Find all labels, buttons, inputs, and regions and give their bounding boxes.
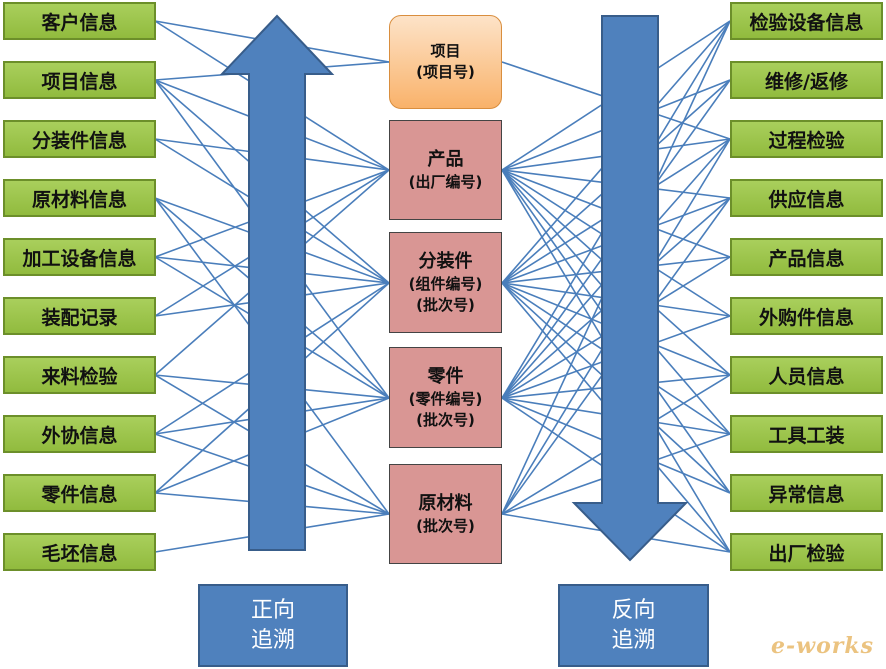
project-title: 项目 [430,42,461,60]
left-item-subassembly[interactable]: 分装件信息 [3,120,156,158]
e-works-logo: e-works [771,633,874,659]
forward-trace-line2: 追溯 [250,627,295,653]
left-item-blank[interactable]: 毛坯信息 [3,533,156,571]
left-item-outsourcing[interactable]: 外协信息 [3,415,156,453]
product-title: 产品 [427,148,464,170]
part-sub2: (批次号) [416,410,475,429]
right-item-factory-inspection[interactable]: 出厂检验 [730,533,883,571]
right-item-supply[interactable]: 供应信息 [730,179,883,217]
left-item-project[interactable]: 项目信息 [3,61,156,99]
forward-trace-arrow [219,14,335,551]
center-box-part[interactable]: 零件 (零件编号) (批次号) [389,347,502,448]
center-box-product[interactable]: 产品 (出厂编号) [389,120,502,220]
part-sub1: (零件编号) [408,389,483,408]
reverse-trace-line1: 反向 [611,597,656,623]
reverse-trace-arrow [571,15,689,562]
left-item-assembly-record[interactable]: 装配记录 [3,297,156,335]
right-item-purchased-part[interactable]: 外购件信息 [730,297,883,335]
right-item-repair[interactable]: 维修/返修 [730,61,883,99]
right-item-personnel[interactable]: 人员信息 [730,356,883,394]
left-item-incoming-inspection[interactable]: 来料检验 [3,356,156,394]
right-item-inspection-equipment[interactable]: 检验设备信息 [730,2,883,40]
forward-trace-line1: 正向 [250,597,295,623]
right-item-tooling[interactable]: 工具工装 [730,415,883,453]
left-item-machining-equipment[interactable]: 加工设备信息 [3,238,156,276]
right-item-exception[interactable]: 异常信息 [730,474,883,512]
material-title: 原材料 [418,492,473,514]
assembly-sub1: (组件编号) [408,274,483,293]
left-item-customer[interactable]: 客户信息 [3,2,156,40]
assembly-title: 分装件 [418,250,473,272]
assembly-sub2: (批次号) [416,295,475,314]
reverse-trace-line2: 追溯 [611,627,656,653]
forward-trace-label: 正向 追溯 [198,584,348,667]
right-item-product[interactable]: 产品信息 [730,238,883,276]
project-sub: (项目号) [416,63,475,81]
center-box-material[interactable]: 原材料 (批次号) [389,464,502,564]
center-box-project[interactable]: 项目 (项目号) [389,15,502,109]
left-item-part[interactable]: 零件信息 [3,474,156,512]
center-box-assembly[interactable]: 分装件 (组件编号) (批次号) [389,232,502,333]
right-item-process-inspection[interactable]: 过程检验 [730,120,883,158]
left-item-raw-material[interactable]: 原材料信息 [3,179,156,217]
product-sub: (出厂编号) [408,172,483,191]
part-title: 零件 [427,365,464,387]
material-sub: (批次号) [416,516,475,535]
reverse-trace-label: 反向 追溯 [558,584,709,667]
